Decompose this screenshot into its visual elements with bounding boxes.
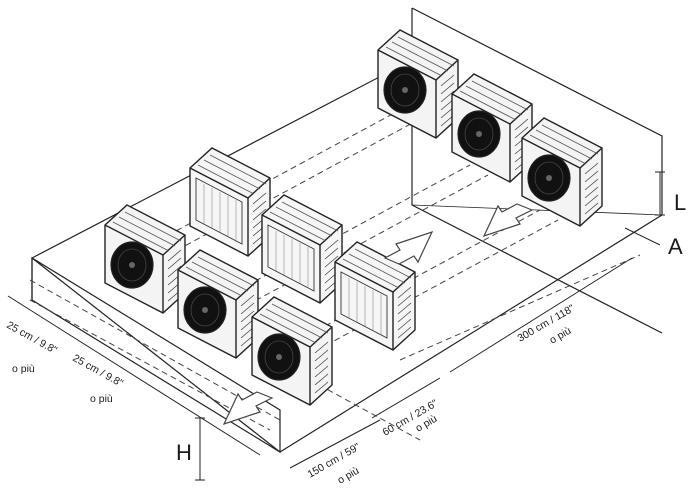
label-H: H [176,440,192,465]
outdoor-unit-middle-1 [189,147,271,257]
arrow-right-icon [383,230,434,265]
label-front-clearance-more: o più [336,465,362,487]
arrow-left-icon [482,203,534,238]
outdoor-unit-middle-2 [261,194,343,304]
label-length-more: o più [548,325,574,347]
outdoor-unit-front-2 [177,249,259,359]
outdoor-unit-back-1 [377,29,459,139]
dimension-lines [7,171,665,481]
airflow-arrows [222,203,534,426]
label-side-clearance-top: 25 cm / 9.8" [5,319,60,357]
label-A: A [668,234,683,259]
label-L: L [674,190,686,215]
label-side-clearance-top-more: o più [12,363,35,375]
outdoor-unit-back-2 [451,73,533,183]
label-side-clearance-mid-more: o più [90,393,113,405]
arrow-left-down-icon [222,391,274,426]
outdoor-unit-front-3 [251,296,333,406]
outdoor-unit-front-1 [104,204,186,314]
label-side-clearance-mid: 25 cm / 9.8" [71,352,126,390]
